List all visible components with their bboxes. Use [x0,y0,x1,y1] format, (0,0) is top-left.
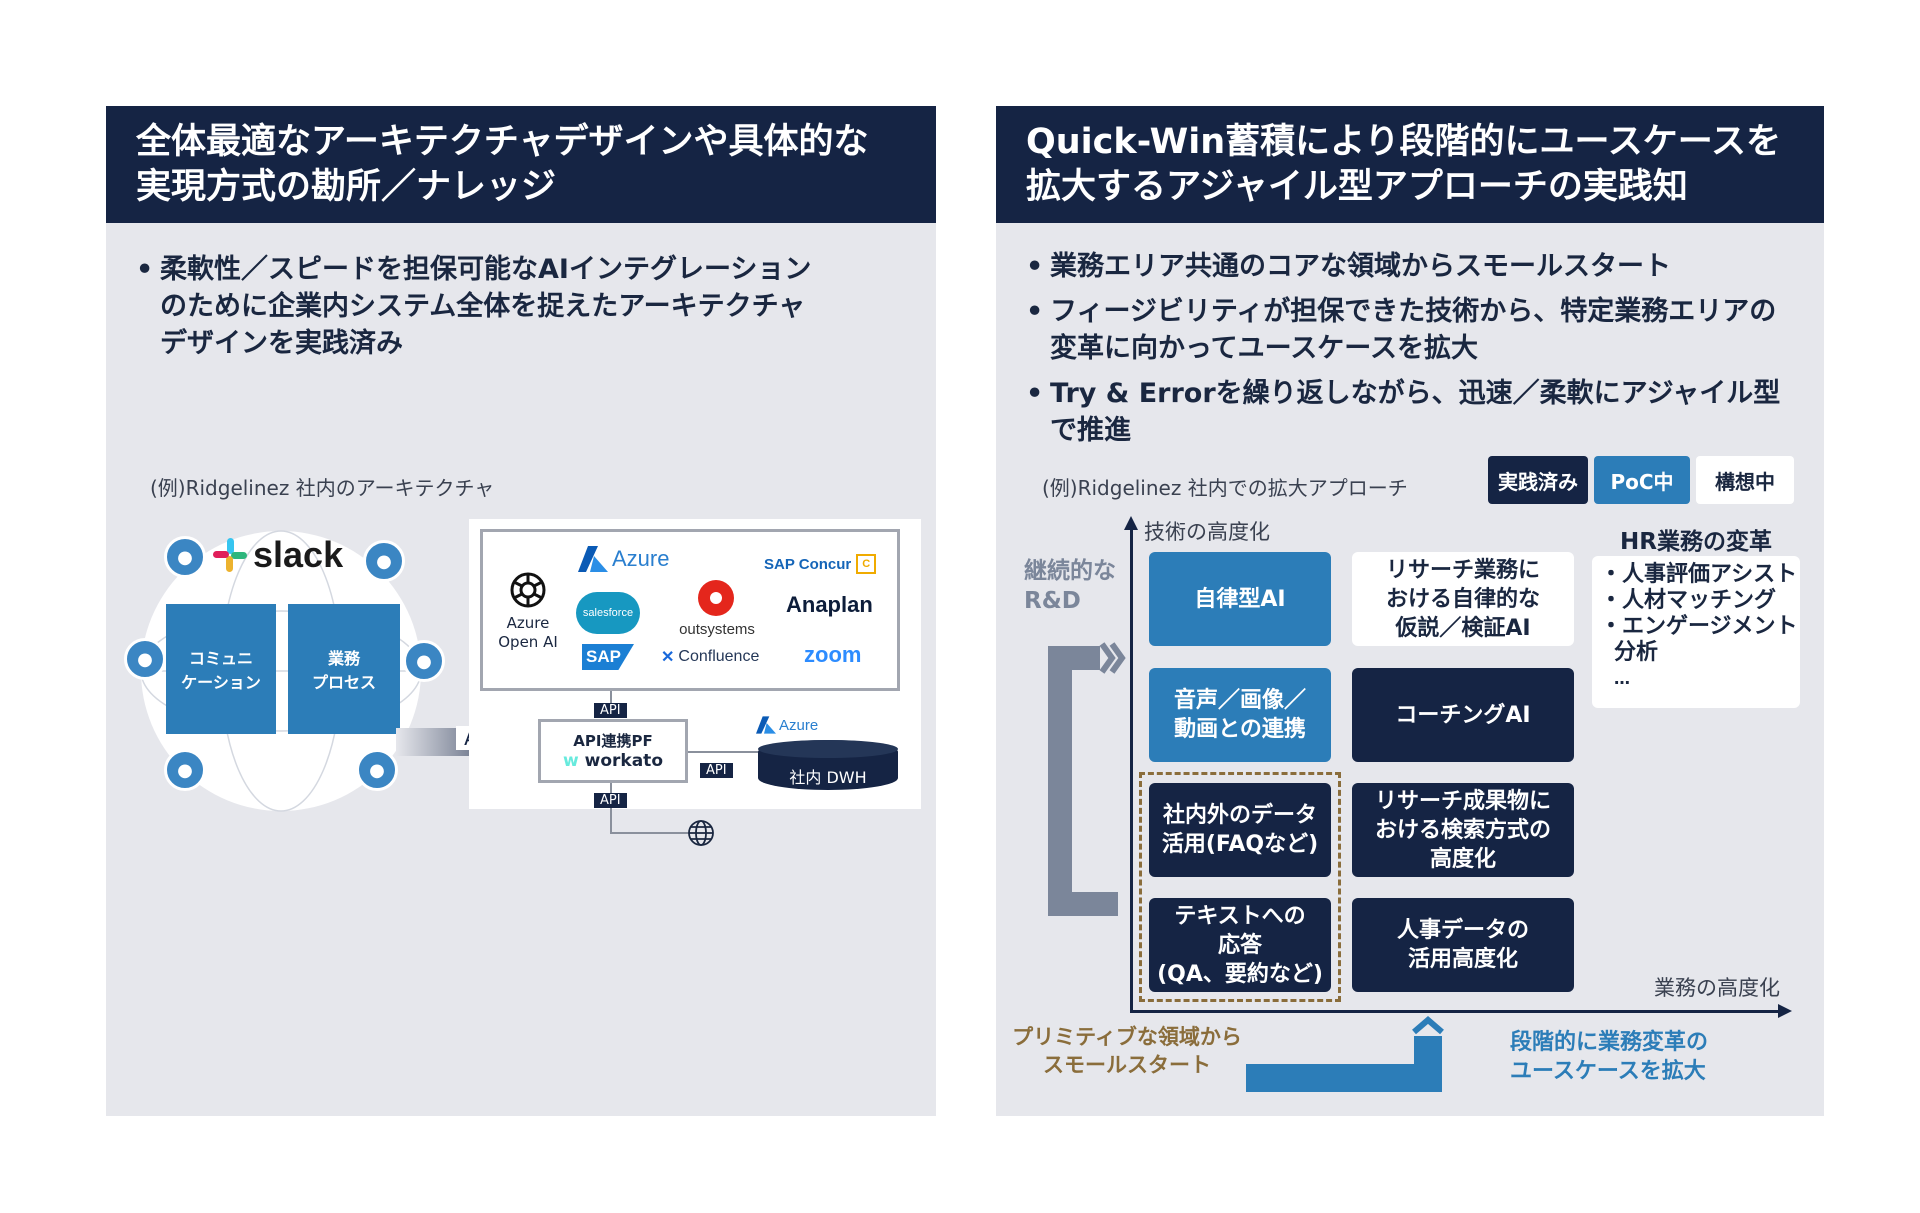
confluence-icon: ✕ [661,649,675,666]
y-axis-arrowhead [1124,516,1138,530]
anaplan-logo: Anaplan [786,592,873,617]
usecase-research-search: リサーチ成果物に おける検索方式の 高度化 [1352,783,1574,877]
bottom-right-text: 段階的に業務変革の ユースケースを拡大 [1510,1030,1709,1084]
left-panel: 全体最適なアーキテクチャデザインや具体的な 実現方式の勘所／ナレッジ 柔軟性／ス… [106,106,936,1116]
api-pf-label: API連携PF [573,732,653,750]
usecase-hr-data: 人事データの 活用高度化 [1352,898,1574,992]
usecase-coaching-ai: コーチングAI [1352,668,1574,762]
dwh-cylinder: 社内 DWH [758,740,898,790]
bottom-left-text: プリミティブな領域から スモールスタート [1012,1025,1242,1077]
hub-box-communication: コミュニ ケーション [166,604,276,734]
slack-logo: slack [211,534,343,576]
person-icon: ● [124,638,166,680]
y-axis [1130,526,1133,1012]
person-icon: ● [164,536,206,578]
outsystems-label: outsystems [679,621,755,638]
usecase-research-hypothesis-ai: リサーチ業務に おける自律的な 仮説／検証AI [1352,552,1574,646]
expansion-arrow [1246,1016,1444,1092]
workato-logo: w workato [563,751,663,771]
azure-icon [756,716,776,734]
right-bullet: 業務エリア共通のコアな領域からスモールスタート [1026,248,1780,285]
openai-icon [506,568,550,612]
legend-implemented: 実践済み [1488,456,1588,504]
api-pf-box: API連携PF w workato [538,719,688,783]
api-tag: API [594,793,627,808]
api-tag: API [594,703,627,718]
right-bullet: フィージビリティが担保できた技術から、特定業務エリアの 変革に向かってユースケー… [1026,293,1780,367]
left-caption: (例)Ridgelinez 社内のアーキテクチャ [150,476,495,500]
rd-bracket [1048,642,1126,916]
azure-icon [578,546,608,572]
right-heading: Quick-Win蓄積により段階的にユースケースを 拡大するアジャイル型アプロー… [996,106,1824,223]
y-axis-label: 技術の高度化 [1144,520,1270,544]
person-icon: ● [164,749,206,791]
rd-label: 継続的な R&D [1024,558,1116,614]
hub-box-business-process: 業務 プロセス [288,604,400,734]
x-axis [1130,1010,1780,1013]
left-heading: 全体最適なアーキテクチャデザインや具体的な 実現方式の勘所／ナレッジ [106,106,936,223]
sap-concur-logo: SAP Concur C [764,554,877,574]
right-bullets: 業務エリア共通のコアな領域からスモールスタート フィージビリティが担保できた技術… [1026,248,1780,457]
slack-icon [213,538,247,572]
legend-concept: 構想中 [1696,456,1794,504]
salesforce-logo: salesforce [576,592,640,634]
api-tag: API [700,763,733,778]
x-axis-arrowhead [1778,1004,1792,1018]
slack-label: slack [253,534,344,575]
right-caption: (例)Ridgelinez 社内での拡大アプローチ [1042,476,1408,500]
connector-line [610,832,690,834]
connector-line [610,783,612,833]
globe-icon [688,820,714,846]
dwh-label: 社内 DWH [789,768,867,787]
hr-title: HR業務の変革 [1620,529,1772,555]
azure-openai-label: Azure Open AI [498,614,558,651]
right-panel: Quick-Win蓄積により段階的にユースケースを 拡大するアジャイル型アプロー… [996,106,1824,1116]
azure-logo: Azure [578,546,669,572]
legend-poc: PoC中 [1594,456,1690,504]
small-start-dashed-frame [1139,772,1341,1002]
hr-box: ・人事評価アシスト ・人材マッチング ・エンゲージメント 分析 … [1592,556,1800,708]
connector-line [610,691,612,709]
x-axis-label: 業務の高度化 [1654,976,1780,1000]
azure-small-logo: Azure [756,716,818,734]
person-icon: ● [403,640,445,682]
workato-icon: w [563,751,579,771]
zoom-logo: zoom [804,642,862,667]
left-bullet: 柔軟性／スピードを担保可能なAIインテグレーション のために企業内システム全体を… [136,251,811,362]
outsystems-icon [698,580,734,616]
usecase-data-utilization-faq: 社内外のデータ 活用(FAQなど) [1149,783,1331,877]
person-icon: ● [356,749,398,791]
apps-frame [480,529,900,691]
confluence-logo: ✕ Confluence [661,648,760,666]
right-bullet: Try & Errorを繰り返しながら、迅速／柔軟にアジャイル型 で推進 [1026,375,1780,449]
usecase-voice-image-video: 音声／画像／ 動画との連携 [1149,668,1331,762]
person-icon: ● [363,540,405,582]
concur-icon: C [856,554,877,574]
usecase-autonomous-ai: 自律型AI [1149,552,1331,646]
connector-line [688,751,758,753]
left-bullets: 柔軟性／スピードを担保可能なAIインテグレーション のために企業内システム全体を… [136,251,811,370]
usecase-text-qa-summary: テキストへの 応答 (QA、要約など) [1149,898,1331,992]
